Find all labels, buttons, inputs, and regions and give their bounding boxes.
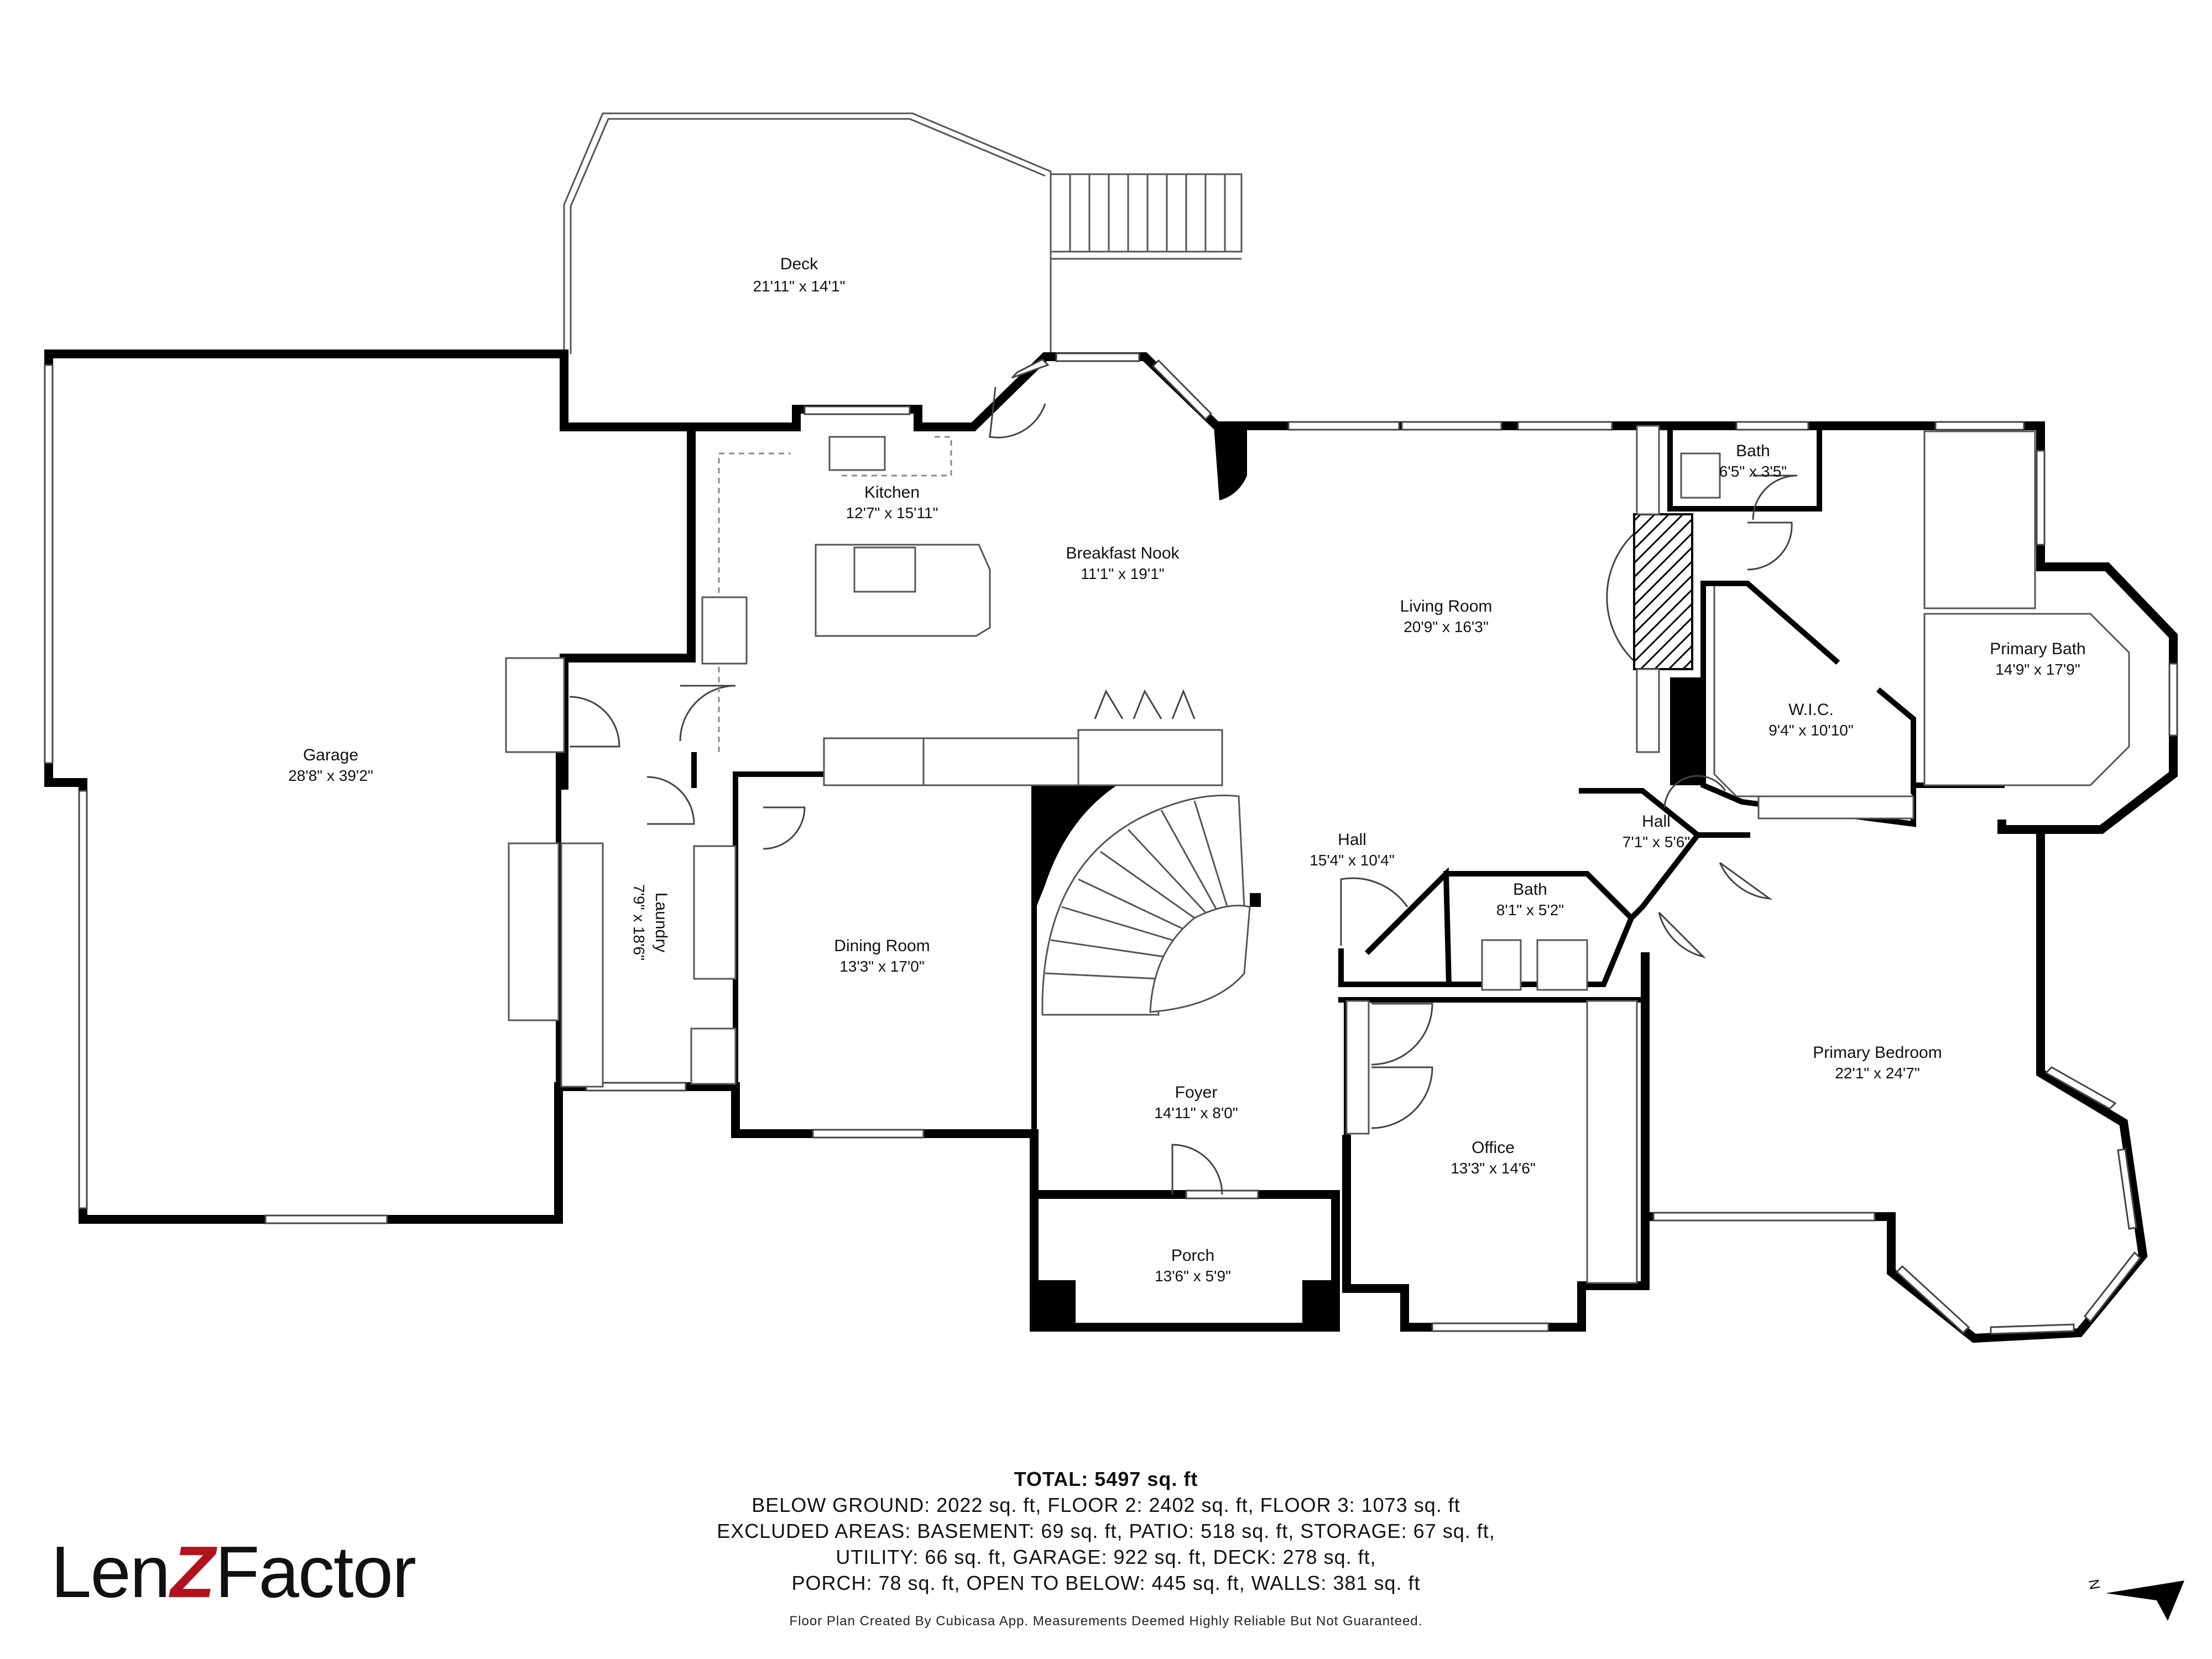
room-dims-garage: 28'8" x 39'2" (288, 767, 373, 784)
fixtures (505, 425, 2130, 1284)
room-dims-wic: 9'4" x 10'10" (1768, 722, 1854, 739)
room-labels: Deck 21'11" x 14'1" Garage 28'8" x 39'2"… (288, 255, 2085, 1285)
deck-stairs (1050, 173, 1243, 253)
room-dims-laundry: 7'9" x 18'6" (630, 884, 648, 961)
room-dims-foyer: 14'11" x 8'0" (1154, 1104, 1238, 1121)
room-name-breakfast-nook: Breakfast Nook (1066, 544, 1180, 562)
total-area: TOTAL: 5497 sq. ft (1014, 1468, 1198, 1490)
room-dims-deck: 21'11" x 14'1" (753, 278, 845, 295)
room-name-bath-lower: Bath (1513, 880, 1547, 899)
room-name-office: Office (1472, 1139, 1515, 1157)
room-name-primary-bath: Primary Bath (1990, 640, 2085, 658)
room-name-kitchen: Kitchen (864, 483, 920, 502)
room-name-living-room: Living Room (1400, 597, 1493, 615)
windows (44, 352, 2178, 1335)
room-dims-primary-bedroom: 22'1" x 24'7" (1835, 1065, 1920, 1082)
disclaimer: Floor Plan Created By Cubicasa App. Meas… (789, 1614, 1423, 1629)
room-dims-breakfast-nook: 11'1" x 19'1" (1081, 565, 1164, 582)
room-name-laundry: Laundry (652, 893, 670, 952)
room-dims-primary-bath: 14'9" x 17'9" (1995, 661, 2080, 678)
logo-text-1: Len (51, 1531, 170, 1613)
room-name-hall-main: Hall (1338, 831, 1366, 849)
north-arrow-icon: N (2085, 1578, 2184, 1621)
room-dims-living-room: 20'9" x 16'3" (1404, 618, 1489, 635)
room-dims-bath-lower: 8'1" x 5'2" (1496, 901, 1564, 919)
area-line-4: PORCH: 78 sq. ft, OPEN TO BELOW: 445 sq.… (791, 1572, 1421, 1594)
logo-text-2: Z (170, 1531, 215, 1613)
room-name-dining-room: Dining Room (834, 937, 930, 955)
logo-text-3: Factor (215, 1531, 416, 1613)
room-name-porch: Porch (1171, 1246, 1214, 1265)
compass-label: N (2085, 1578, 2104, 1591)
room-dims-kitchen: 12'7" x 15'11" (846, 504, 938, 521)
area-line-2: EXCLUDED AREAS: BASEMENT: 69 sq. ft, PAT… (717, 1520, 1495, 1542)
room-name-hall-small: Hall (1642, 812, 1671, 831)
room-name-wic: W.I.C. (1788, 701, 1834, 719)
room-dims-hall-main: 15'4" x 10'4" (1310, 852, 1395, 869)
room-dims-office: 13'3" x 14'6" (1451, 1160, 1536, 1177)
area-line-1: BELOW GROUND: 2022 sq. ft, FLOOR 2: 2402… (752, 1494, 1460, 1516)
room-name-bath-upper: Bath (1736, 442, 1770, 460)
room-name-garage: Garage (303, 746, 358, 764)
room-name-foyer: Foyer (1175, 1083, 1218, 1102)
room-name-primary-bedroom: Primary Bedroom (1813, 1044, 1942, 1062)
room-name-deck: Deck (780, 255, 818, 273)
room-dims-bath-upper: 6'5" x 3'5" (1719, 463, 1787, 480)
room-dims-hall-small: 7'1" x 5'6" (1623, 833, 1690, 851)
area-summary: TOTAL: 5497 sq. ft BELOW GROUND: 2022 sq… (553, 1467, 1659, 1596)
area-line-3: UTILITY: 66 sq. ft, GARAGE: 922 sq. ft, … (836, 1546, 1376, 1568)
wall-masses (1034, 426, 1703, 1327)
room-dims-dining-room: 13'3" x 17'0" (839, 958, 925, 975)
room-dims-porch: 13'6" x 5'9" (1155, 1267, 1231, 1285)
